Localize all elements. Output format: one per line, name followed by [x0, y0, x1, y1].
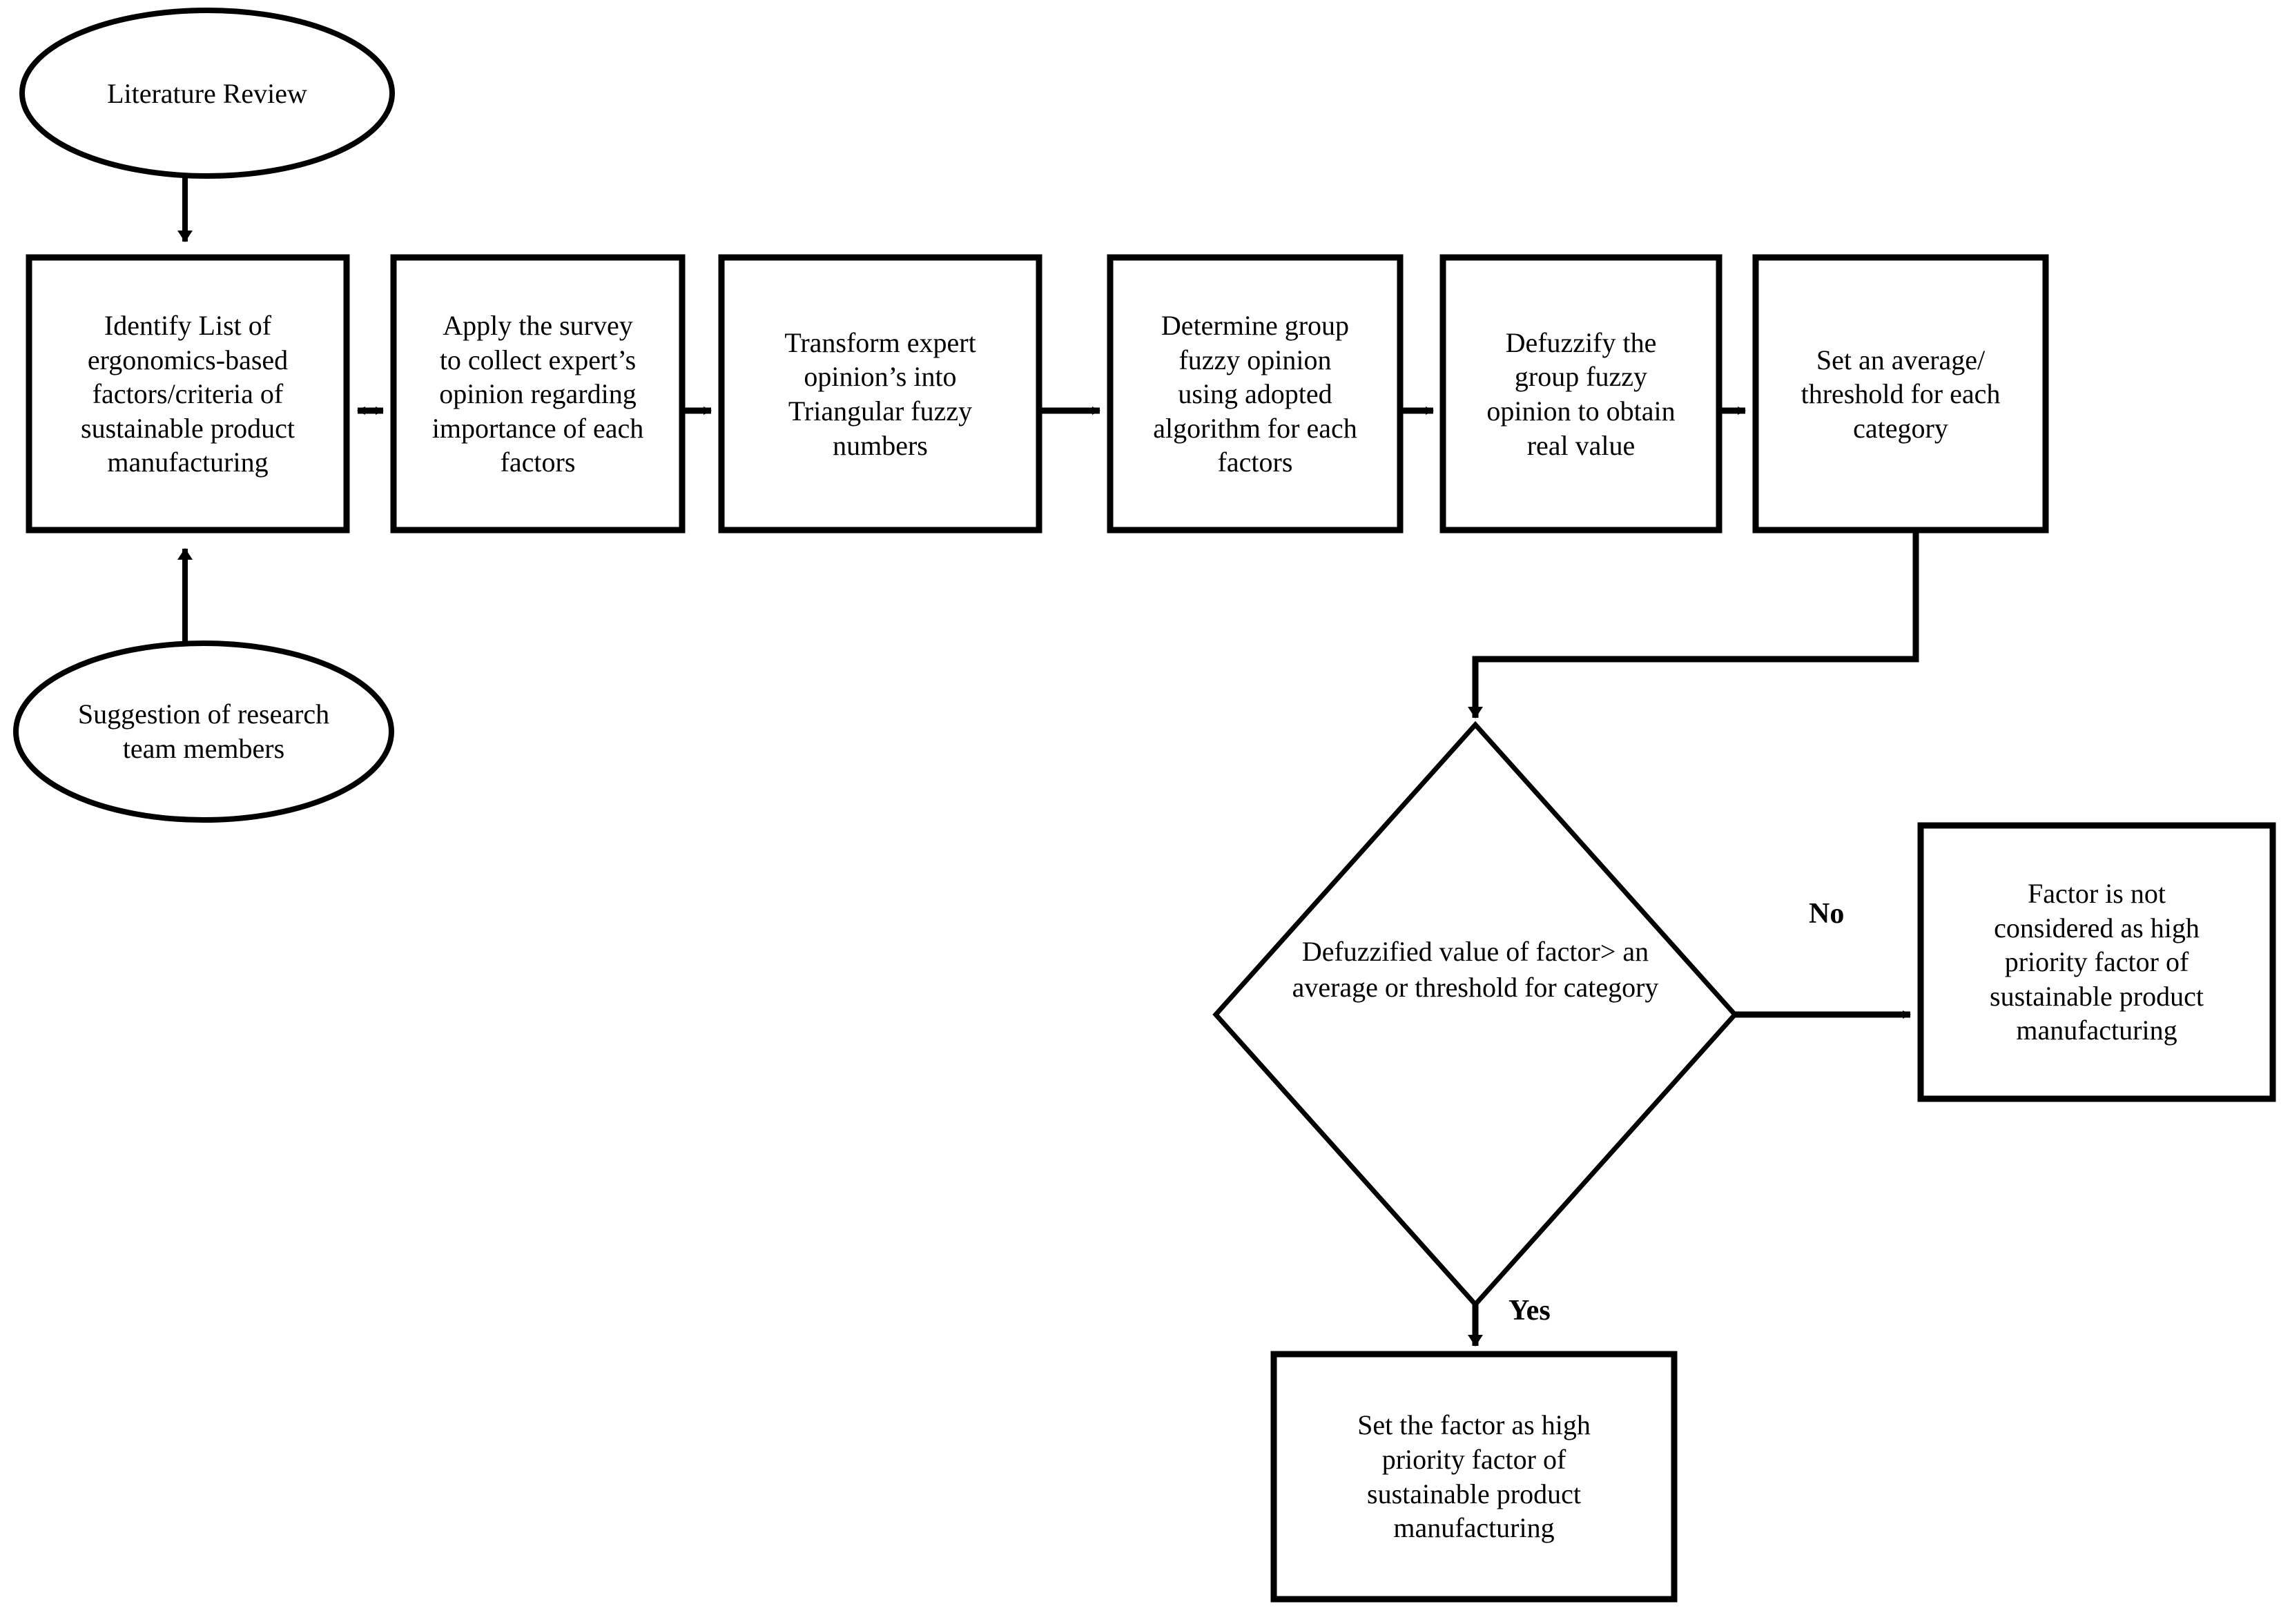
- node-suggestion-research-team-label: Suggestion of research team members: [77, 698, 330, 764]
- node-factor-not-considered-label: Factor is not considered as high priorit…: [1990, 878, 2204, 1046]
- node-decision-defuzzified-shape: [1212, 721, 1738, 1309]
- node-defuzzify-group-label: Defuzzify the group fuzzy opinion to obt…: [1486, 326, 1676, 461]
- node-determine-group-label: Determine group fuzzy opinion using adop…: [1153, 310, 1357, 478]
- node-identify-list-label: Identify List of ergonomics-based factor…: [81, 310, 295, 478]
- node-literature-review-label: Literature Review: [107, 78, 307, 110]
- edge-setaverage-to-decision: [1468, 530, 1919, 718]
- edge-label-yes: Yes: [1508, 1295, 1551, 1327]
- node-apply-survey-label: Apply the survey to collect expert’s opi…: [431, 310, 644, 478]
- edge-label-no: No: [1809, 898, 1845, 930]
- node-transform-expert-label: Transform expert opinion’s into Triangul…: [784, 326, 976, 461]
- node-set-factor-high-label: Set the factor as high priority factor o…: [1357, 1409, 1591, 1544]
- node-set-average-threshold-label: Set an average/ threshold for each categ…: [1801, 344, 2001, 444]
- node-decision-defuzzified-label: Defuzzified value of factor> an average …: [1292, 936, 1659, 1003]
